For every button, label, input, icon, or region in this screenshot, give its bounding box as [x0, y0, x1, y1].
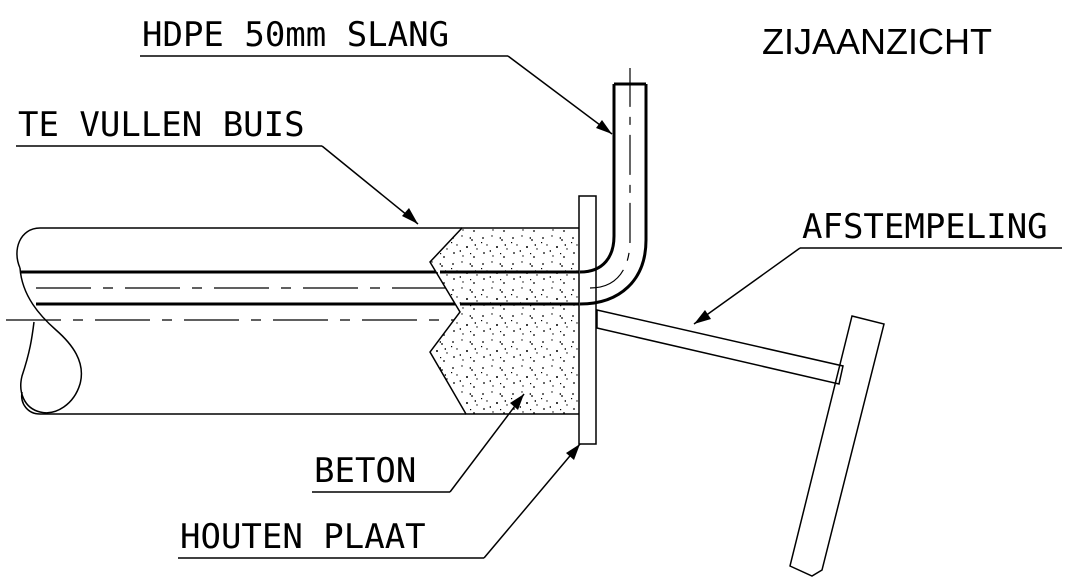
pipe-break-symbol: [19, 267, 83, 414]
label-prop: AFSTEMPELING: [693, 207, 1062, 325]
prop-support: [596, 309, 885, 577]
wooden-plate: [578, 195, 597, 445]
label-prop-text: AFSTEMPELING: [802, 207, 1048, 247]
label-plate: HOUTEN PLAAT: [178, 443, 581, 559]
hdpe-hose: [579, 68, 648, 306]
label-concrete: BETON: [312, 393, 525, 493]
label-concrete-text: BETON: [314, 451, 416, 491]
label-hose-text: HDPE 50mm SLANG: [142, 15, 449, 55]
label-plate-text: HOUTEN PLAAT: [180, 517, 426, 557]
label-pipe: TE VULLEN BUIS: [16, 105, 419, 225]
label-hose: HDPE 50mm SLANG: [140, 15, 613, 135]
concrete-fill: [429, 227, 581, 415]
label-pipe-text: TE VULLEN BUIS: [18, 105, 305, 145]
view-title: ZIJAANZICHT: [762, 21, 992, 62]
